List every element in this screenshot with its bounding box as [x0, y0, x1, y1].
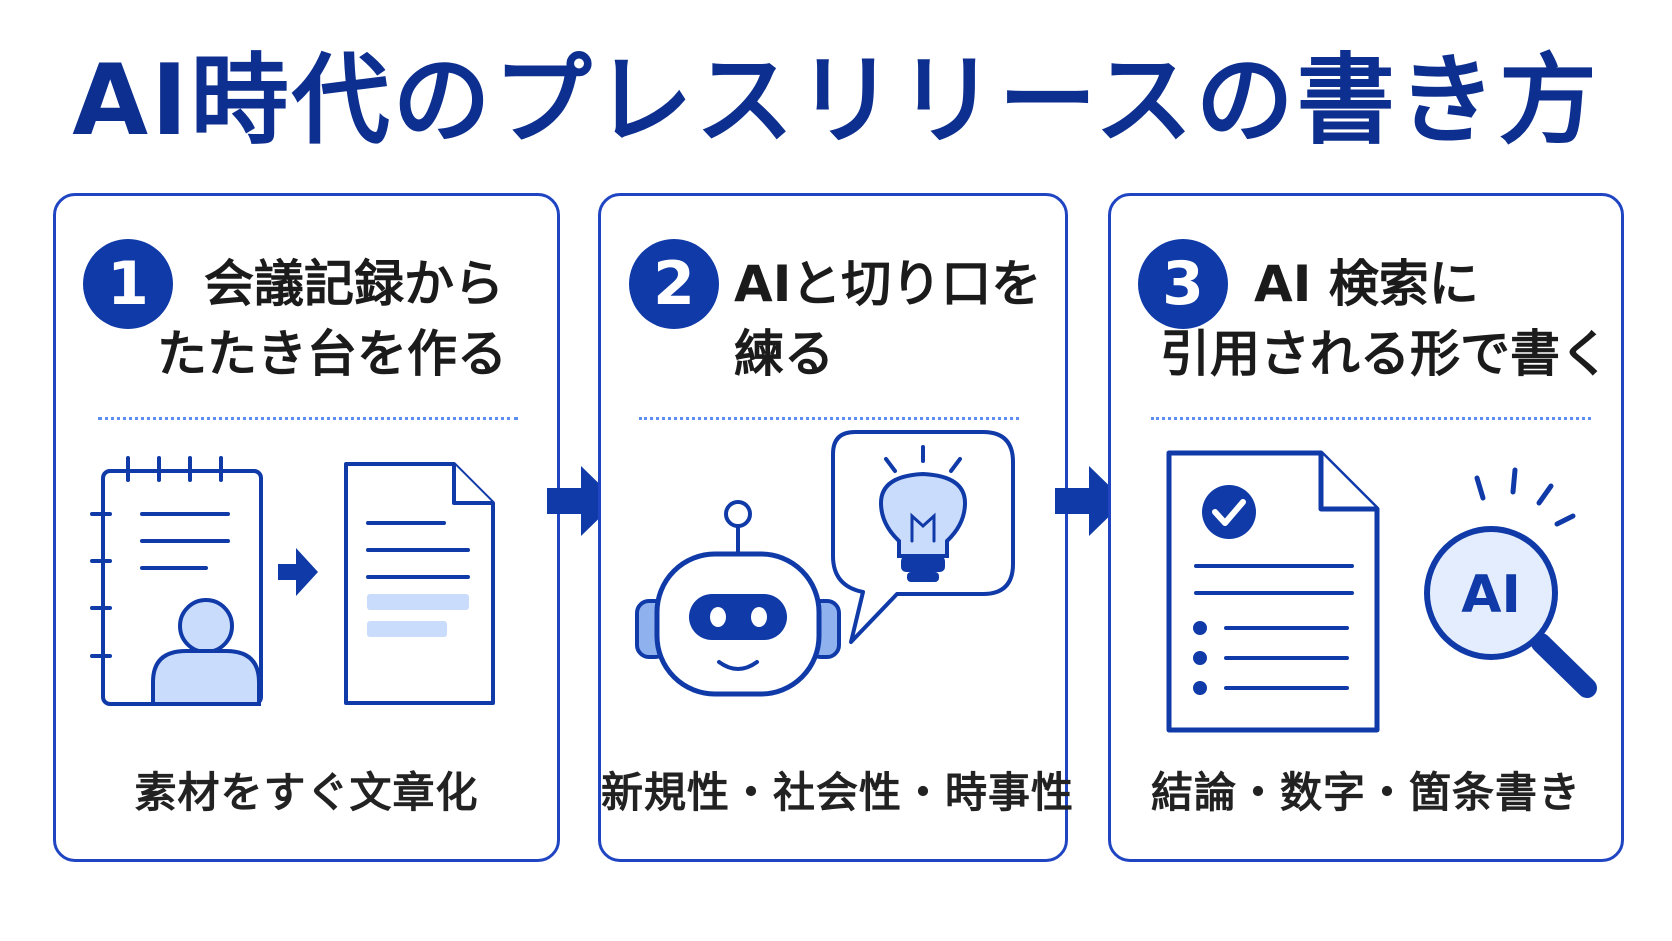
document-icon — [344, 462, 495, 705]
step-card-2: 2 AIと切り口を 練る 新規性・社会 — [598, 193, 1075, 862]
separator-1 — [98, 417, 518, 420]
step-caption-2: 新規性・社会性・時事性 — [601, 768, 1075, 817]
step-caption-1: 素材をすぐ文章化 — [134, 768, 479, 817]
separator-3 — [1151, 417, 1591, 420]
robot-icon — [635, 500, 841, 697]
page-title: AI時代のプレスリリースの書き方 — [72, 44, 1600, 158]
checked-document-icon — [1166, 450, 1380, 733]
step-number-badge-3: 3 — [1138, 239, 1228, 329]
step-title-2-line1: AIと切り口を — [734, 255, 1042, 313]
separator-2 — [639, 417, 1019, 420]
step-card-1: 1 会議記録から たたき台を作る — [53, 193, 560, 862]
lightbulb-icon — [878, 445, 968, 582]
step-title-2-line2: 練る — [734, 325, 834, 383]
step-2-illustration — [635, 430, 1015, 697]
arrow-right-icon — [547, 466, 617, 536]
step-card-3: 3 AI 検索に 引用される形で書く AI — [1108, 193, 1624, 862]
flow-arrow-2 — [1055, 466, 1125, 536]
person-icon — [151, 598, 261, 706]
step-number-badge-2: 2 — [629, 239, 719, 329]
step-title-1-line1: 会議記録から — [204, 255, 504, 313]
magnifier-label: AI — [1461, 565, 1521, 625]
step-caption-3: 結論・数字・箇条書き — [1150, 768, 1581, 817]
step-3-illustration: AI — [1166, 450, 1597, 733]
step-title-3-line2: 引用される形で書く — [1160, 325, 1610, 383]
step-number-badge-1: 1 — [83, 239, 173, 329]
ai-magnifier-icon: AI — [1424, 467, 1597, 698]
step-title-1-line2: たたき台を作る — [157, 325, 507, 383]
arrow-right-icon — [1055, 466, 1125, 536]
flow-arrow-1 — [547, 466, 617, 536]
step-title-3-line1: AI 検索に — [1254, 255, 1479, 313]
step-1-illustration — [90, 456, 495, 706]
arrow-right-icon — [278, 548, 318, 596]
